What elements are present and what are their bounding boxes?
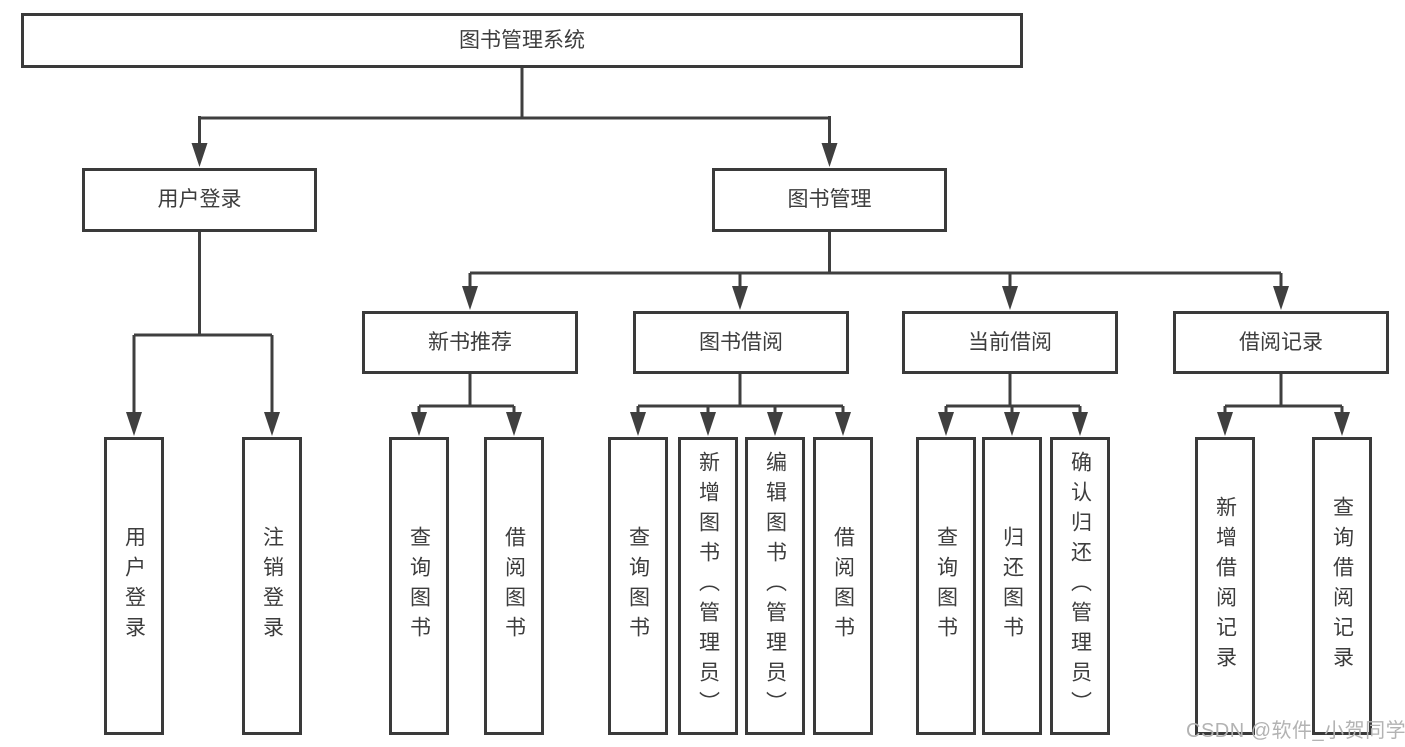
leaf-query-books-recommend: 查询图书 — [389, 437, 449, 735]
connector-management-branch — [468, 230, 1283, 289]
connector-root-branch — [198, 66, 831, 146]
leaf-confirm-return-admin: 确认归还（管理员） — [1050, 437, 1110, 735]
csdn-watermark: CSDN @软件_小贺同学 — [1186, 720, 1405, 742]
leaf-add-borrow-record: 新增借阅记录 — [1195, 437, 1255, 735]
leaf-borrow-books-recommend: 借阅图书 — [484, 437, 544, 735]
connector-bookborrow-branch — [636, 372, 845, 415]
connector-login-branch — [132, 230, 274, 415]
node-new-book-recommend: 新书推荐 — [362, 311, 578, 374]
node-borrow-records: 借阅记录 — [1173, 311, 1389, 374]
node-library-management-system: 图书管理系统 — [21, 13, 1023, 68]
connector-currentborrow-branch — [944, 372, 1082, 415]
node-current-borrow: 当前借阅 — [902, 311, 1118, 374]
leaf-borrow-books: 借阅图书 — [813, 437, 873, 735]
leaf-user-login: 用户登录 — [104, 437, 164, 735]
leaf-logout-login: 注销登录 — [242, 437, 302, 735]
node-book-borrow: 图书借阅 — [633, 311, 849, 374]
leaf-edit-book-admin: 编辑图书（管理员） — [745, 437, 805, 735]
node-book-management: 图书管理 — [712, 168, 947, 232]
connector-records-branch — [1223, 372, 1344, 415]
node-user-login: 用户登录 — [82, 168, 317, 232]
leaf-return-books: 归还图书 — [982, 437, 1042, 735]
leaf-query-borrow-record: 查询借阅记录 — [1312, 437, 1372, 735]
connector-newbook-branch — [417, 372, 516, 415]
leaf-query-books-borrow: 查询图书 — [608, 437, 668, 735]
leaf-add-book-admin: 新增图书（管理员） — [678, 437, 738, 735]
leaf-query-books-current: 查询图书 — [916, 437, 976, 735]
